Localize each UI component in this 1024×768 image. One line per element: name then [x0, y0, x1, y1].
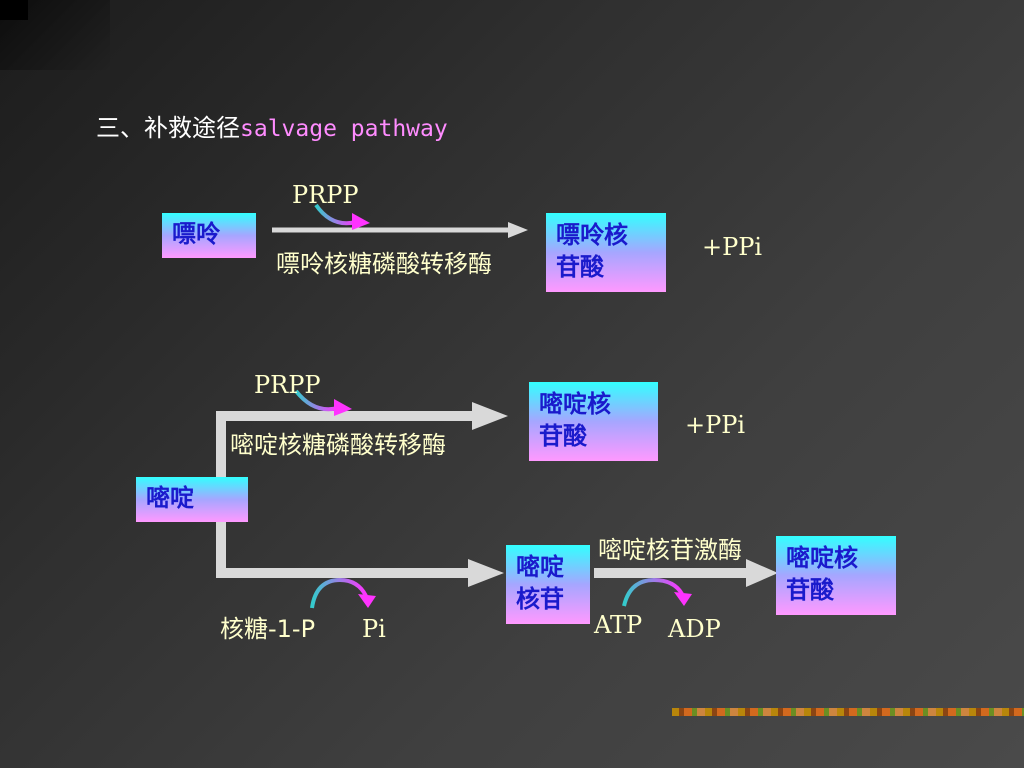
title-english: salvage pathway — [240, 116, 448, 142]
pyrimidine-nucleotide-box-lower: 嘧啶核 苷酸 — [776, 536, 896, 615]
decorative-stripe — [672, 708, 1024, 716]
purine-reaction-arrow — [272, 222, 528, 238]
kinase-reaction-arrow — [594, 559, 778, 587]
pyrimidine-prpp-label: PRPP — [254, 371, 321, 399]
pi-label: Pi — [362, 615, 386, 643]
atp-adp-curve — [622, 577, 692, 607]
pyrimidine-ppi-label: +PPi — [685, 411, 746, 439]
pyrimidine-nucleoside-box: 嘧啶 核苷 — [506, 545, 590, 624]
atp-label: ATP — [594, 611, 643, 639]
adp-label: ADP — [668, 615, 721, 643]
purine-nucleotide-box: 嘌呤核 苷酸 — [546, 213, 666, 292]
corner-block — [0, 0, 28, 20]
pyrimidine-prpp-curve — [294, 389, 352, 416]
pyrimidine-branch-connector — [216, 402, 508, 587]
purine-prpp-label: PRPP — [292, 181, 359, 209]
pyrimidine-nucleotide-box-upper: 嘧啶核 苷酸 — [529, 382, 658, 461]
purine-enzyme-label: 嘌呤核糖磷酸转移酶 — [276, 250, 492, 278]
ribose-1-p-label: 核糖-1-P — [220, 615, 316, 643]
kinase-enzyme-label: 嘧啶核苷激酶 — [598, 536, 742, 564]
ribose-pi-curve — [310, 577, 376, 609]
slide-title: 三、补救途径salvage pathway — [96, 112, 448, 145]
purine-ppi-label: +PPi — [702, 233, 763, 261]
pyrimidine-enzyme-label: 嘧啶核糖磷酸转移酶 — [230, 431, 446, 459]
pyrimidine-box: 嘧啶 — [136, 477, 248, 522]
purine-prpp-curve — [314, 203, 370, 230]
purine-box: 嘌呤 — [162, 213, 256, 258]
title-chinese: 三、补救途径 — [96, 114, 240, 142]
